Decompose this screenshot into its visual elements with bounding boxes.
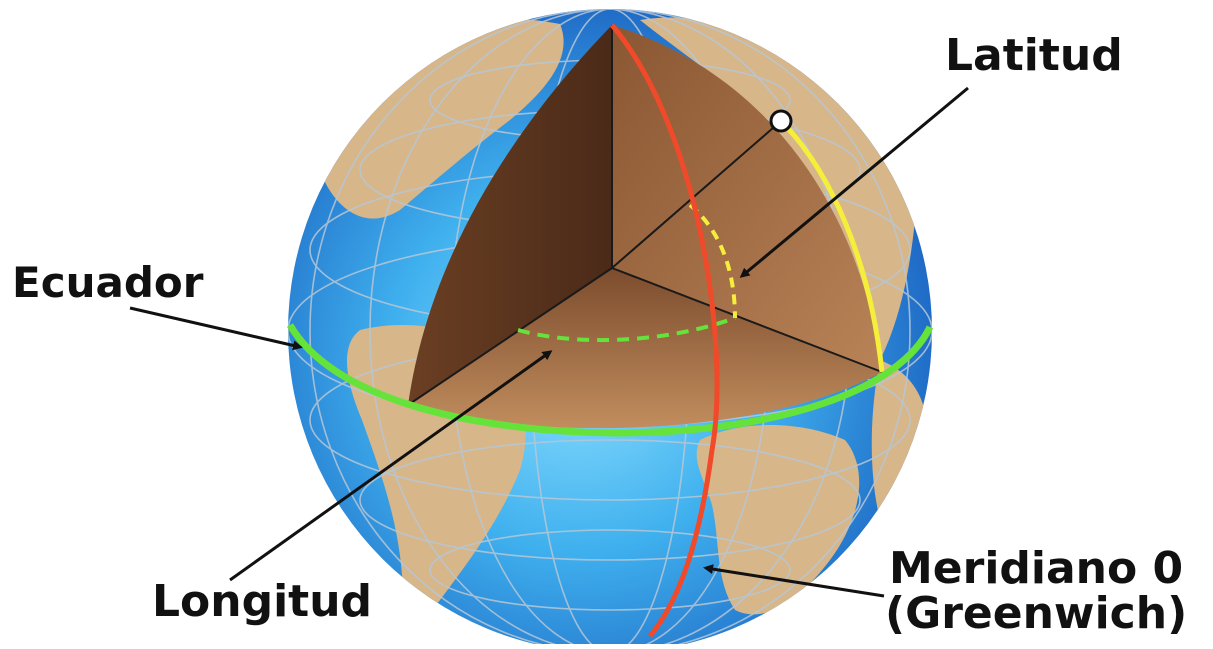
cutaway-floor <box>408 268 882 429</box>
longitude-label: Longitud <box>152 576 373 627</box>
equator-arrow <box>129 306 303 351</box>
latitude-label: Latitud <box>945 30 1123 81</box>
latitude-arrow <box>739 86 969 278</box>
radius-to-point <box>611 120 782 269</box>
prime-meridian-label-line1: Meridiano 0 <box>889 543 1184 594</box>
cutaway-right-wall <box>612 25 882 372</box>
cutaway-left-wall <box>408 25 612 405</box>
africa-land <box>696 425 860 615</box>
latitude-arc <box>779 119 885 373</box>
prime-meridian-label: Meridiano 0 (Greenwich) <box>885 543 1188 639</box>
equator-line <box>286 323 934 437</box>
axis-left-edge <box>407 267 613 406</box>
prime-meridian-line <box>610 23 720 638</box>
equator-label: Ecuador <box>12 258 204 307</box>
longitude-angle-dashed <box>517 316 736 343</box>
longitude-arrow <box>229 350 553 582</box>
axis-right-edge <box>611 267 883 373</box>
location-point-marker <box>769 109 793 133</box>
latitude-angle-dashed <box>688 203 737 319</box>
prime-meridian-label-line2: (Greenwich) <box>885 587 1188 639</box>
prime-meridian-arrow <box>703 564 885 598</box>
